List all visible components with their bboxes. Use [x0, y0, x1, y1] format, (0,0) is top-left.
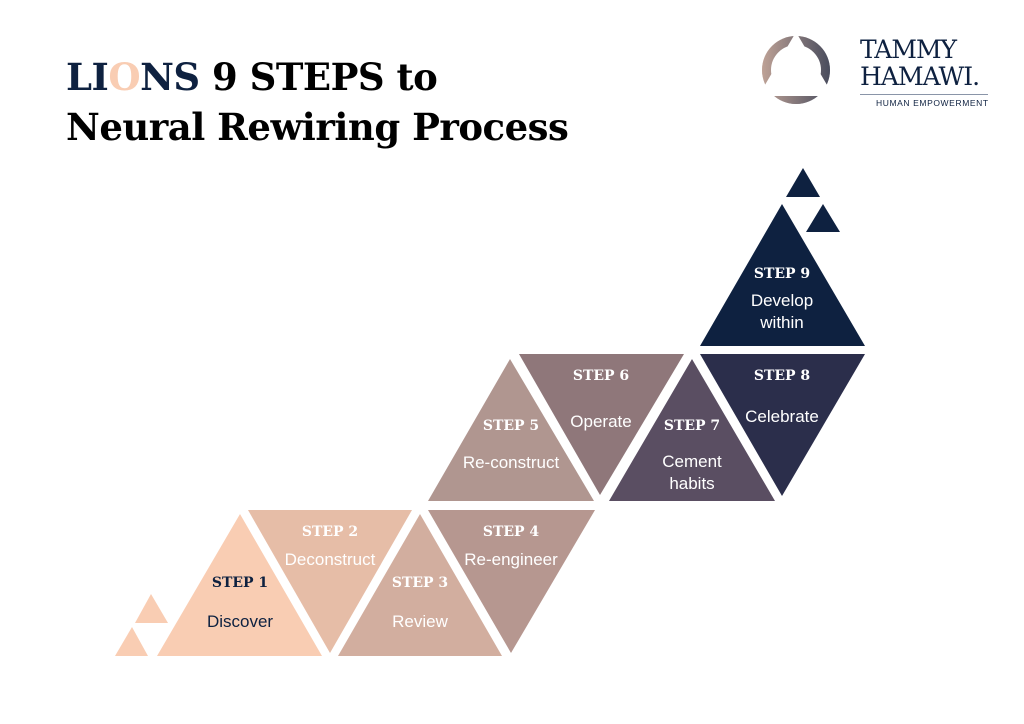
step-5-triangle-group: STEP 5 Re-construct: [428, 359, 594, 501]
step-2-triangle: [248, 510, 412, 653]
step-9-label-line-2: within: [759, 313, 803, 332]
step-9-triangle: [700, 204, 865, 346]
step-8-number: STEP 8: [754, 368, 810, 384]
lions-word-o: O: [108, 55, 141, 99]
small-triangle: [786, 168, 820, 197]
step-5-label: Re-construct: [463, 453, 560, 472]
step-4-triangle: [428, 510, 595, 653]
logo-name-line-1: TAMMY: [860, 35, 957, 64]
title-line-1: LIONS 9 STEPS to: [66, 52, 568, 102]
step-1-triangle-group: STEP 1 Discover: [157, 514, 322, 656]
decorative-triangles-top: [786, 168, 840, 232]
step-9-number: STEP 9: [754, 266, 810, 282]
logo-wordmark: TAMMY HAMAWI. HUMAN EMPOWERMENT: [860, 36, 994, 108]
step-8-triangle: [700, 354, 865, 496]
step-5-triangle: [428, 359, 594, 501]
step-4-triangle-group: STEP 4 Re-engineer: [428, 510, 595, 653]
lions-word-part: LI: [66, 55, 109, 99]
small-triangle: [135, 594, 168, 623]
step-6-label: Operate: [570, 412, 631, 431]
decorative-triangles-bottom: [115, 594, 168, 656]
step-4-number: STEP 4: [483, 524, 540, 540]
step-1-label: Discover: [207, 612, 273, 631]
step-5-number: STEP 5: [483, 418, 539, 434]
step-6-triangle: [519, 354, 684, 495]
step-9-label: Develop: [751, 291, 813, 310]
step-7-number: STEP 7: [664, 418, 720, 434]
small-triangle: [115, 627, 148, 656]
step-3-triangle: [338, 514, 502, 656]
step-2-triangle-group: STEP 2 Deconstruct: [248, 510, 412, 653]
logo-divider: [860, 94, 988, 95]
step-3-label: Review: [392, 612, 448, 631]
step-8-label: Celebrate: [745, 407, 819, 426]
step-3-triangle-group: STEP 3 Review: [338, 514, 502, 656]
step-3-number: STEP 3: [392, 575, 448, 591]
small-triangle: [806, 204, 840, 232]
step-1-triangle: [157, 514, 322, 656]
logo-name-line-2: HAMAWI.: [860, 62, 980, 91]
step-9-triangle-group: STEP 9 Develop within: [700, 204, 865, 346]
step-2-number: STEP 2: [302, 524, 358, 540]
step-6-triangle-group: STEP 6 Operate: [519, 354, 684, 495]
step-4-label: Re-engineer: [464, 550, 558, 569]
step-6-number: STEP 6: [573, 368, 629, 384]
title-line-2: Neural Rewiring Process: [66, 105, 569, 149]
step-2-label: Deconstruct: [285, 550, 376, 569]
step-7-triangle-group: STEP 7 Cement habits: [609, 359, 775, 501]
step-7-label-line-2: habits: [669, 474, 714, 493]
logo-emblem-icon: [760, 34, 832, 104]
step-7-label: Cement: [662, 452, 722, 471]
step-1-number: STEP 1: [212, 575, 268, 591]
step-8-triangle-group: STEP 8 Celebrate: [700, 354, 865, 496]
lions-word-part: NS: [140, 55, 200, 99]
logo-tagline: HUMAN EMPOWERMENT: [876, 98, 989, 108]
step-7-triangle: [609, 359, 775, 501]
title-rest: 9 STEPS to: [199, 55, 438, 99]
page-title: LIONS 9 STEPS to Neural Rewiring Process: [66, 52, 569, 152]
